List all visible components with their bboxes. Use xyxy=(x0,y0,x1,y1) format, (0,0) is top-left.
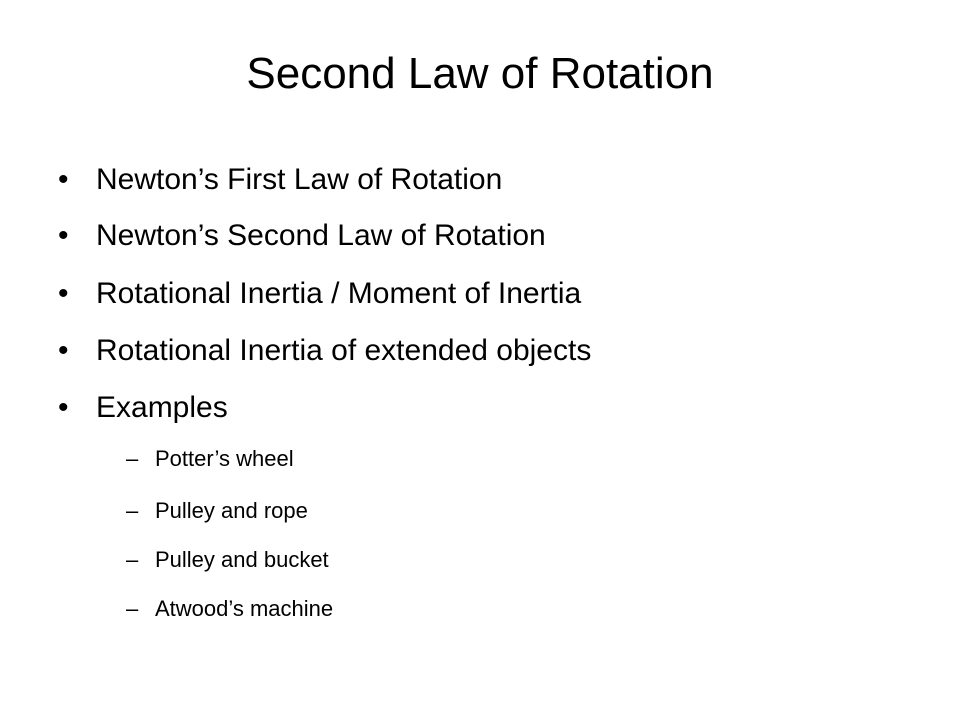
dash-marker: – xyxy=(126,596,139,621)
bullet-text: Newton’s Second Law of Rotation xyxy=(96,219,546,252)
bullet-text: Examples xyxy=(96,391,228,424)
sub-bullet-text: Pulley and bucket xyxy=(155,547,329,572)
sub-bullet-text: Atwood’s machine xyxy=(155,596,334,621)
bullet-list: • Newton’s First Law of Rotation • Newto… xyxy=(58,0,918,720)
dash-marker: – xyxy=(126,498,139,523)
sub-bullet-text: Potter’s wheel xyxy=(155,446,294,471)
bullet-marker: • xyxy=(58,391,69,424)
bullet-marker: • xyxy=(58,334,69,367)
bullet-marker: • xyxy=(58,277,69,310)
slide-title: Second Law of Rotation xyxy=(246,49,714,98)
dash-marker: – xyxy=(126,547,139,572)
bullet-text: Newton’s First Law of Rotation xyxy=(96,163,503,196)
bullet-text: Rotational Inertia of extended objects xyxy=(96,334,592,367)
bullet-marker: • xyxy=(58,219,69,252)
dash-marker: – xyxy=(126,446,139,471)
bullet-marker: • xyxy=(58,163,69,196)
bullet-text: Rotational Inertia / Moment of Inertia xyxy=(96,277,582,310)
sub-bullet-text: Pulley and rope xyxy=(155,498,308,523)
